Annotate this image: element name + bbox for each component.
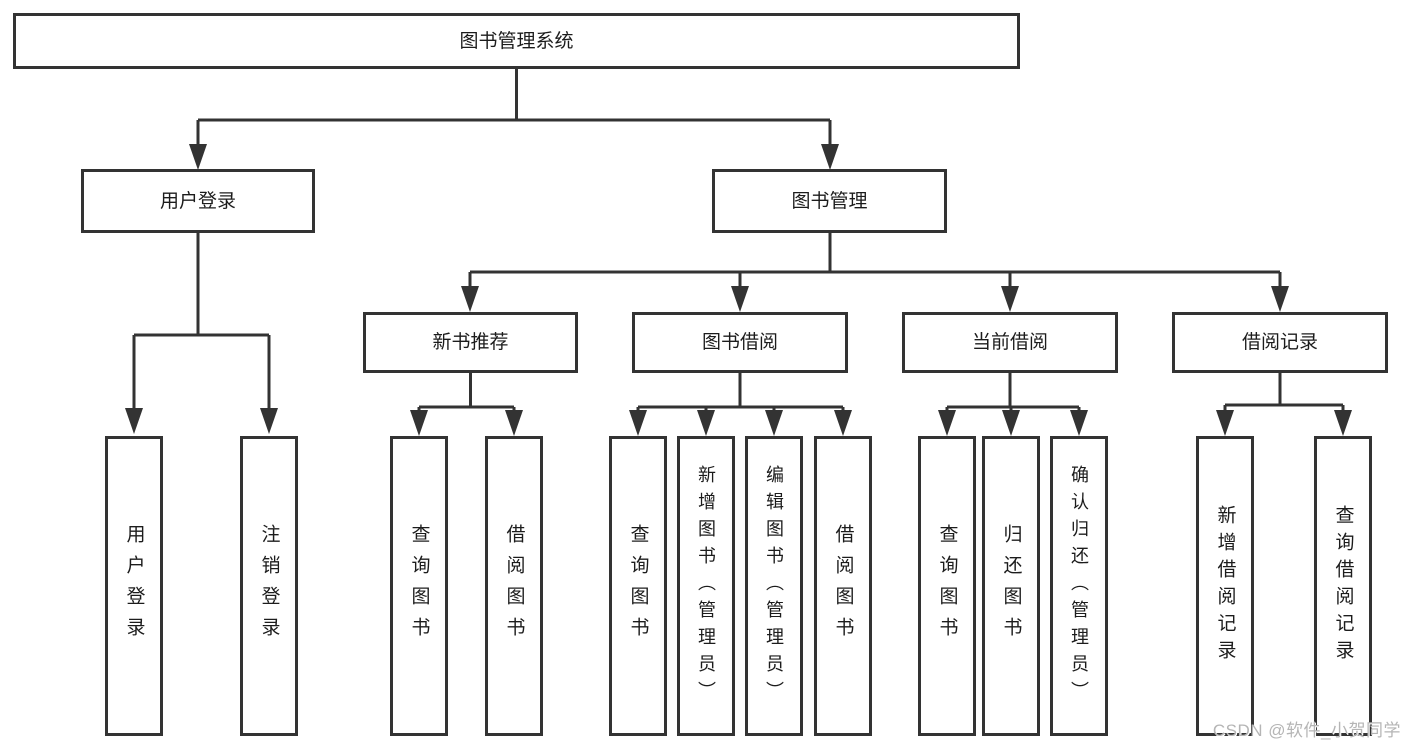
node-library-system: 图书管理系统 (13, 13, 1020, 69)
node-label: 查询借阅记录 (1332, 505, 1354, 667)
node-label: 用户登录 (123, 524, 145, 648)
node-label: 新增借阅记录 (1214, 505, 1236, 667)
node-label: 新书推荐 (432, 332, 509, 353)
leaf-logout: 注销登录 (240, 436, 298, 736)
connector-book-borrow (636, 373, 845, 412)
node-label: 新增图书（管理员） (696, 464, 716, 708)
connector-borrow-records (1223, 373, 1345, 412)
arrowhead-icon (697, 410, 715, 436)
leaf-query-books-1: 查询图书 (390, 436, 448, 736)
arrowhead-icon (629, 410, 647, 436)
leaf-confirm-return-admin: 确认归还（管理员） (1050, 436, 1108, 736)
node-label: 借阅图书 (832, 524, 854, 648)
leaf-user-login: 用户登录 (105, 436, 163, 736)
connector-user-login (132, 233, 271, 410)
node-label: 注销登录 (258, 524, 280, 648)
node-label: 图书借阅 (701, 332, 778, 353)
node-label: 归还图书 (1000, 524, 1022, 648)
node-borrow-records: 借阅记录 (1172, 312, 1388, 373)
arrowhead-icon (1002, 410, 1020, 436)
arrowhead-icon (505, 410, 523, 436)
leaf-borrow-books-2: 借阅图书 (814, 436, 872, 736)
arrowhead-icon (1001, 286, 1019, 312)
node-label: 查询图书 (408, 524, 430, 648)
arrowhead-icon (189, 144, 207, 170)
leaf-return-book: 归还图书 (982, 436, 1040, 736)
node-label: 当前借阅 (971, 332, 1048, 353)
node-label: 查询图书 (627, 524, 649, 648)
arrowhead-icon (461, 286, 479, 312)
connector-current-borrow (945, 373, 1081, 412)
leaf-borrow-books-1: 借阅图书 (485, 436, 543, 736)
leaf-add-book-admin: 新增图书（管理员） (677, 436, 735, 736)
node-book-management: 图书管理 (712, 169, 947, 233)
node-user-login: 用户登录 (81, 169, 315, 233)
arrowhead-icon (260, 408, 278, 434)
connector-root (196, 68, 832, 146)
leaf-edit-book-admin: 编辑图书（管理员） (745, 436, 803, 736)
arrowhead-icon (834, 410, 852, 436)
node-label: 借阅图书 (503, 524, 525, 648)
leaf-query-borrow-record: 查询借阅记录 (1314, 436, 1372, 736)
arrowhead-icon (1070, 410, 1088, 436)
node-label: 用户登录 (159, 190, 236, 212)
node-label: 查询图书 (936, 524, 958, 648)
node-label: 编辑图书（管理员） (764, 464, 784, 708)
leaf-add-borrow-record: 新增借阅记录 (1196, 436, 1254, 736)
node-current-borrow: 当前借阅 (902, 312, 1118, 373)
arrowhead-icon (731, 286, 749, 312)
arrowhead-icon (821, 144, 839, 170)
node-label: 图书管理系统 (459, 30, 574, 52)
arrowhead-icon (938, 410, 956, 436)
node-label: 借阅记录 (1241, 332, 1318, 353)
node-book-borrow: 图书借阅 (632, 312, 848, 373)
arrowhead-icon (125, 408, 143, 434)
leaf-query-books-3: 查询图书 (918, 436, 976, 736)
arrowhead-icon (765, 410, 783, 436)
arrowhead-icon (410, 410, 428, 436)
node-label: 图书管理 (791, 190, 868, 212)
watermark: CSDN @软件_小贺同学 (1212, 721, 1401, 740)
arrowhead-icon (1271, 286, 1289, 312)
arrowhead-icon (1334, 410, 1352, 436)
connector-book-management (468, 233, 1282, 288)
connector-new-book (417, 373, 516, 412)
leaf-query-books-2: 查询图书 (609, 436, 667, 736)
node-label: 确认归还（管理员） (1069, 464, 1089, 708)
arrowhead-icon (1216, 410, 1234, 436)
node-new-book-recommend: 新书推荐 (363, 312, 578, 373)
